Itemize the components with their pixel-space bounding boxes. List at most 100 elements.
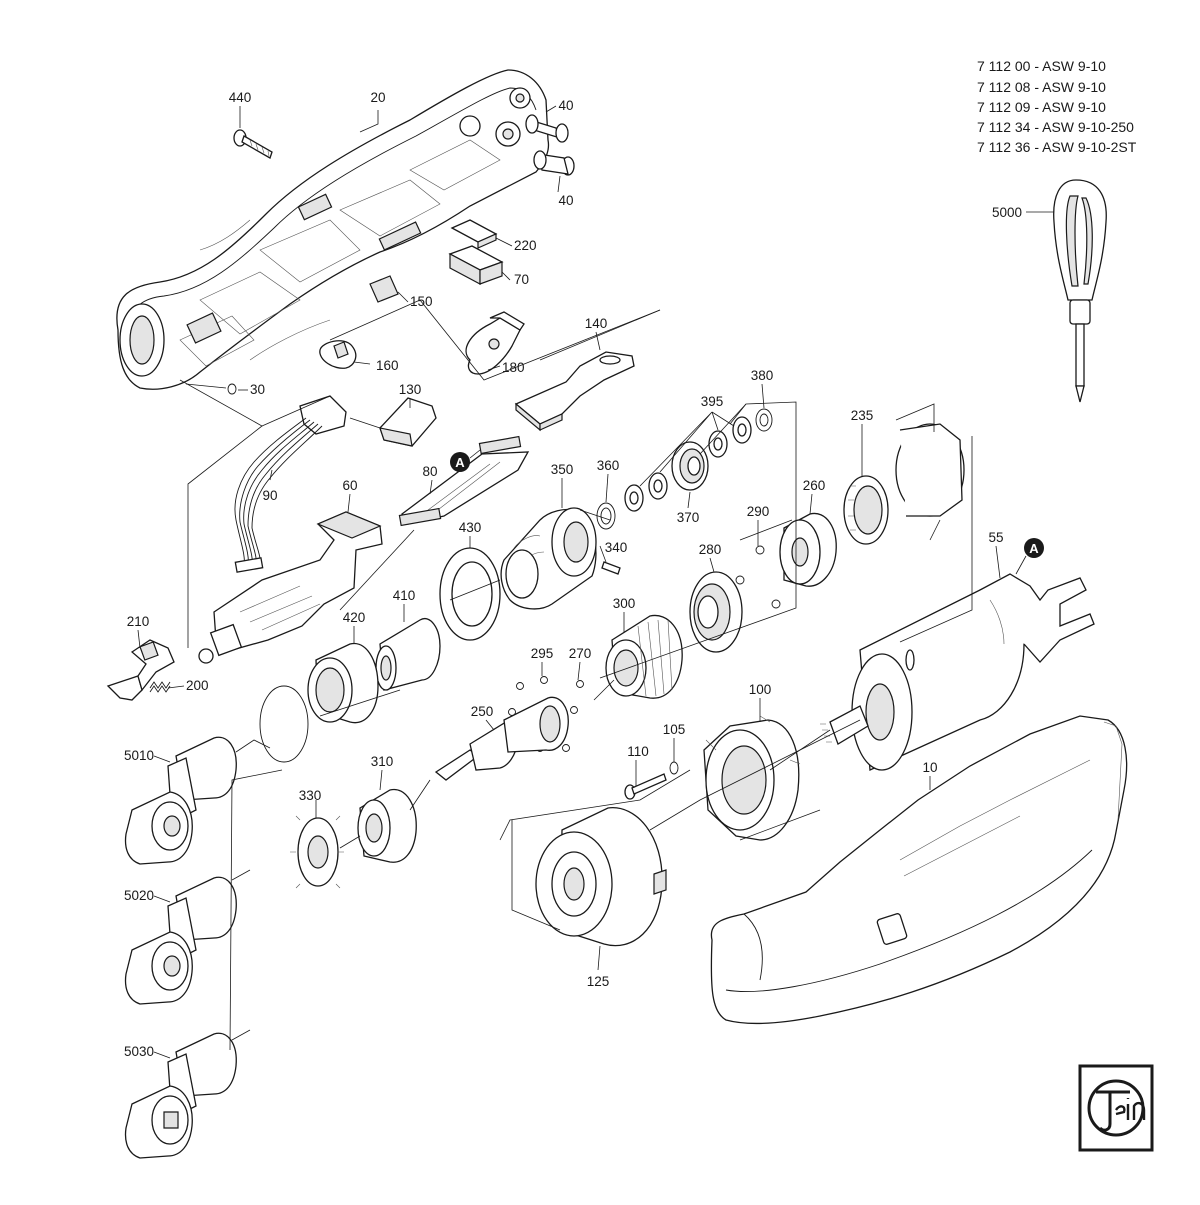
- svg-text:A: A: [455, 455, 465, 470]
- part-label: 290: [747, 504, 770, 519]
- pin-40: [525, 114, 569, 143]
- washer-395: [624, 484, 644, 512]
- part-label: 100: [749, 682, 772, 697]
- part-label: 350: [551, 462, 574, 477]
- angle-head-5020: [124, 876, 237, 1005]
- bracket-180: [465, 311, 525, 375]
- part-label: 340: [605, 540, 628, 555]
- lower-housing-10: [710, 715, 1128, 1025]
- part-label: 380: [751, 368, 774, 383]
- part-label: 55: [988, 530, 1003, 545]
- part-label: 30: [250, 382, 265, 397]
- plate-150: [369, 275, 399, 303]
- fein-logo: [1078, 1064, 1154, 1152]
- angle-head-5010: [124, 736, 237, 865]
- part-label: 440: [229, 90, 252, 105]
- model-line: 7 112 34 - ASW 9-10-250: [977, 119, 1134, 135]
- bearing-370: [671, 441, 709, 491]
- screw-110: [624, 773, 667, 800]
- part-label: 430: [459, 520, 482, 535]
- spring-200: [149, 681, 171, 693]
- part-label: 5030: [124, 1044, 154, 1059]
- part-label: 220: [514, 238, 537, 253]
- washer-380: [755, 408, 773, 432]
- bearing-280: [689, 571, 743, 653]
- part-label: 60: [342, 478, 357, 493]
- part-label: 130: [399, 382, 422, 397]
- part-label: 10: [922, 760, 937, 775]
- part-label: 5020: [124, 888, 154, 903]
- model-line: 7 112 08 - ASW 9-10: [977, 79, 1106, 95]
- part-label: 40: [558, 98, 573, 113]
- pin-40: [533, 150, 575, 176]
- sleeve-410: [375, 618, 441, 691]
- part-label: 5010: [124, 748, 154, 763]
- part-label: 270: [569, 646, 592, 661]
- connector-marker-a: A: [1015, 538, 1044, 575]
- screw-440: [233, 129, 273, 159]
- ring-nut-235: [843, 475, 889, 545]
- cover-140: [514, 351, 635, 432]
- part-label: 410: [393, 588, 416, 603]
- part-label: 330: [299, 788, 322, 803]
- part-label: 125: [587, 974, 610, 989]
- part-label: 295: [531, 646, 554, 661]
- ball-290: [735, 545, 781, 609]
- flange-310: [357, 788, 417, 863]
- gear-housing-350: [500, 507, 597, 610]
- label-leaders: [137, 105, 1054, 1059]
- part-label: 420: [343, 610, 366, 625]
- part-label: 180: [502, 360, 525, 375]
- part-label: 40: [558, 193, 573, 208]
- washer-105: [669, 761, 679, 775]
- planet-gear-300: [605, 614, 683, 699]
- part-label: 395: [701, 394, 724, 409]
- part-label: 310: [371, 754, 394, 769]
- assembly-lines: [179, 299, 973, 1051]
- upper-housing-20: [116, 69, 550, 390]
- connector-marker-a: A: [450, 449, 481, 472]
- part-label: 370: [677, 510, 700, 525]
- part-label: 105: [663, 722, 686, 737]
- screwdriver-5000: [1053, 179, 1107, 403]
- part-label: 360: [597, 458, 620, 473]
- angle-head-5030: [124, 1032, 237, 1159]
- model-list: 7 112 00 - ASW 9-10 7 112 08 - ASW 9-10 …: [977, 58, 1137, 155]
- part-label: 250: [471, 704, 494, 719]
- gear-cover-125: [535, 807, 667, 947]
- part-label: 150: [410, 294, 433, 309]
- model-line: 7 112 36 - ASW 9-10-2ST: [977, 139, 1137, 155]
- ribbon-cable-80: [398, 435, 530, 527]
- svg-text:A: A: [1029, 541, 1039, 556]
- washer-395: [732, 416, 752, 444]
- o-ring-30: [227, 383, 237, 395]
- switch-part-160: [319, 340, 357, 369]
- part-label: 210: [127, 614, 150, 629]
- button-130: [379, 397, 437, 447]
- gear-330: [290, 815, 344, 889]
- ring-gear-420: [307, 642, 379, 724]
- part-label: 235: [851, 408, 874, 423]
- circuit-board-60: [198, 511, 383, 664]
- part-label: 80: [422, 464, 437, 479]
- pin-340: [601, 561, 621, 575]
- part-label: 140: [585, 316, 608, 331]
- ring-430: [439, 547, 501, 641]
- part-labels: 440 20 40 40 220 70 150 160 180 140 30 1…: [124, 90, 1022, 1059]
- slider-220: [450, 219, 498, 249]
- ring-360: [596, 502, 616, 530]
- ball-270-295: [508, 676, 584, 752]
- flange-100: [703, 715, 801, 841]
- o-ring-large: [259, 685, 309, 763]
- part-label: 70: [514, 272, 529, 287]
- part-label: 110: [627, 744, 649, 759]
- part-label: 260: [803, 478, 826, 493]
- part-label: 280: [699, 542, 722, 557]
- model-line: 7 112 09 - ASW 9-10: [977, 99, 1106, 115]
- part-label: 20: [370, 90, 385, 105]
- nut-235: [895, 423, 965, 517]
- switch-lever-210: [106, 639, 175, 701]
- part-label: 200: [186, 678, 209, 693]
